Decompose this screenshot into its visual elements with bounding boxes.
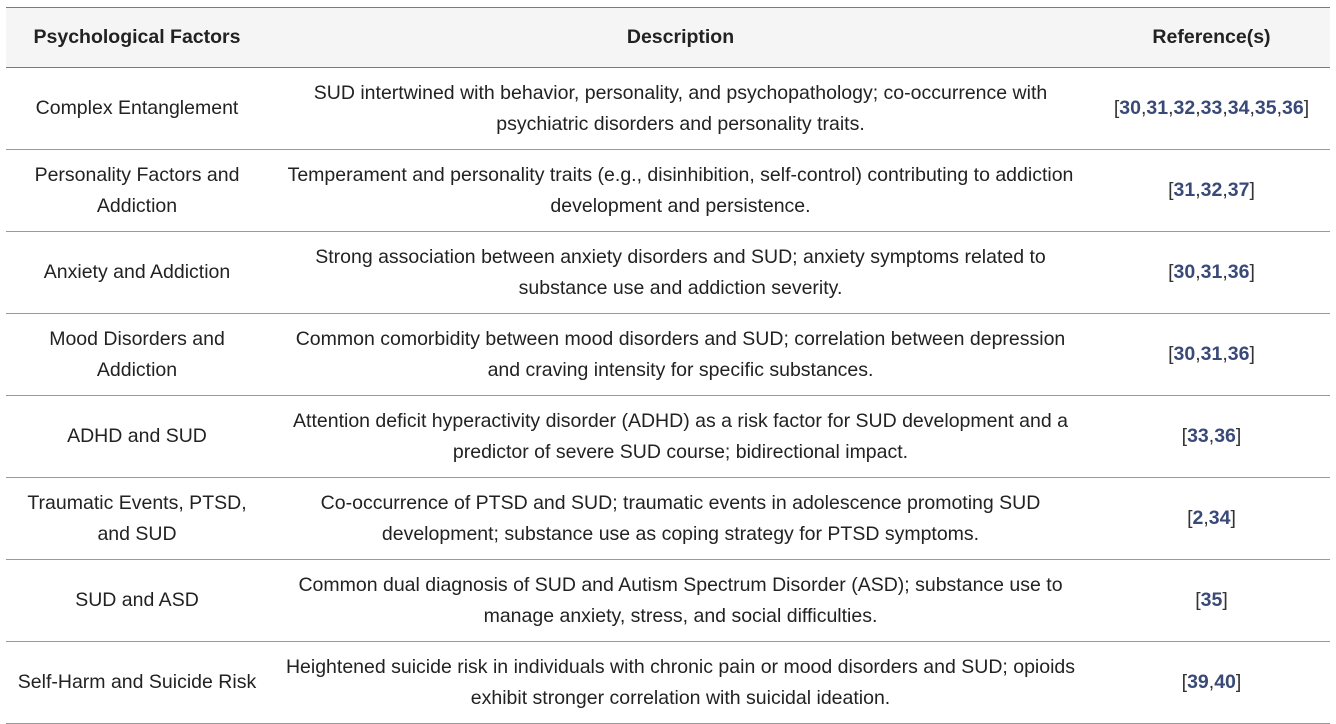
factor-cell: Anxiety and Addiction [6, 231, 268, 314]
bracket-open: [ [1168, 179, 1174, 201]
reference-link[interactable]: 31 [1200, 261, 1223, 283]
bracket-close: ] [1249, 343, 1255, 365]
references-cell: [39,40] [1093, 641, 1330, 724]
references-cell: [35] [1093, 559, 1330, 642]
reference-separator: , [1222, 261, 1228, 283]
reference-link[interactable]: 32 [1200, 179, 1223, 201]
references-cell: [31,32,37] [1093, 149, 1330, 232]
reference-link[interactable]: 36 [1227, 261, 1250, 283]
header-description: Description [268, 7, 1093, 68]
reference-link[interactable]: 35 [1254, 97, 1277, 119]
factor-cell: Self-Harm and Suicide Risk [6, 641, 268, 724]
reference-link[interactable]: 36 [1282, 97, 1304, 119]
reference-separator: , [1208, 425, 1215, 447]
description-cell: Common comorbidity between mood disorder… [268, 313, 1093, 396]
references-cell: [30,31,36] [1093, 231, 1330, 314]
reference-link[interactable]: 31 [1146, 97, 1169, 119]
factor-cell: SUD and ASD [6, 559, 268, 642]
reference-separator: , [1195, 343, 1201, 365]
header-references: Reference(s) [1093, 7, 1330, 68]
reference-link[interactable]: 31 [1200, 343, 1223, 365]
reference-link[interactable]: 36 [1214, 425, 1236, 447]
bracket-close: ] [1235, 425, 1242, 447]
header-psychological-factors: Psychological Factors [6, 7, 268, 68]
description-cell: SUD intertwined with behavior, personali… [268, 67, 1093, 150]
bracket-close: ] [1222, 589, 1228, 611]
reference-link[interactable]: 30 [1173, 343, 1196, 365]
reference-link[interactable]: 33 [1200, 97, 1223, 119]
reference-separator: , [1140, 97, 1147, 119]
factor-cell: ADHD and SUD [6, 395, 268, 478]
reference-separator: , [1203, 507, 1209, 529]
factor-cell: Complex Entanglement [6, 67, 268, 150]
bracket-open: [ [1187, 507, 1193, 529]
bracket-close: ] [1303, 97, 1310, 119]
psychological-factors-table: Psychological Factors Description Refere… [6, 7, 1330, 724]
bracket-open: [ [1113, 97, 1120, 119]
reference-link[interactable]: 34 [1208, 507, 1231, 529]
reference-separator: , [1249, 97, 1255, 119]
factor-cell: Mood Disorders and Addiction [6, 313, 268, 396]
description-cell: Temperament and personality traits (e.g.… [268, 149, 1093, 232]
reference-separator: , [1222, 179, 1228, 201]
reference-separator: , [1195, 179, 1201, 201]
description-cell: Common dual diagnosis of SUD and Autism … [268, 559, 1093, 642]
reference-separator: , [1222, 343, 1228, 365]
reference-link[interactable]: 2 [1192, 507, 1204, 529]
reference-link[interactable]: 30 [1173, 261, 1196, 283]
reference-separator: , [1168, 97, 1174, 119]
reference-separator: , [1208, 671, 1215, 693]
description-cell: Attention deficit hyperactivity disorder… [268, 395, 1093, 478]
bracket-close: ] [1235, 671, 1242, 693]
bracket-open: [ [1181, 425, 1188, 447]
reference-link[interactable]: 31 [1173, 179, 1196, 201]
description-cell: Co-occurrence of PTSD and SUD; traumatic… [268, 477, 1093, 560]
references-cell: [33,36] [1093, 395, 1330, 478]
reference-link[interactable]: 32 [1173, 97, 1196, 119]
reference-separator: , [1276, 97, 1283, 119]
reference-separator: , [1195, 97, 1201, 119]
reference-separator: , [1195, 261, 1201, 283]
reference-link[interactable]: 34 [1227, 97, 1250, 119]
table-header: Psychological Factors Description Refere… [6, 7, 1330, 68]
reference-separator: , [1222, 97, 1228, 119]
bracket-close: ] [1249, 179, 1255, 201]
reference-link[interactable]: 37 [1227, 179, 1250, 201]
bracket-open: [ [1168, 343, 1174, 365]
bracket-open: [ [1181, 671, 1188, 693]
bracket-open: [ [1195, 589, 1201, 611]
reference-link[interactable]: 39 [1187, 671, 1209, 693]
references-cell: [30,31,36] [1093, 313, 1330, 396]
bracket-open: [ [1168, 261, 1174, 283]
reference-link[interactable]: 35 [1200, 589, 1223, 611]
factor-cell: Personality Factors and Addiction [6, 149, 268, 232]
bracket-close: ] [1249, 261, 1255, 283]
references-cell: [30,31,32,33,34,35,36] [1093, 67, 1330, 150]
reference-link[interactable]: 30 [1119, 97, 1141, 119]
reference-link[interactable]: 36 [1227, 343, 1250, 365]
description-cell: Heightened suicide risk in individuals w… [268, 641, 1093, 724]
reference-link[interactable]: 33 [1187, 425, 1209, 447]
reference-link[interactable]: 40 [1214, 671, 1236, 693]
description-cell: Strong association between anxiety disor… [268, 231, 1093, 314]
references-cell: [2,34] [1093, 477, 1330, 560]
header-row: Psychological Factors Description Refere… [6, 7, 1330, 68]
bracket-close: ] [1230, 507, 1236, 529]
factor-cell: Traumatic Events, PTSD, and SUD [6, 477, 268, 560]
